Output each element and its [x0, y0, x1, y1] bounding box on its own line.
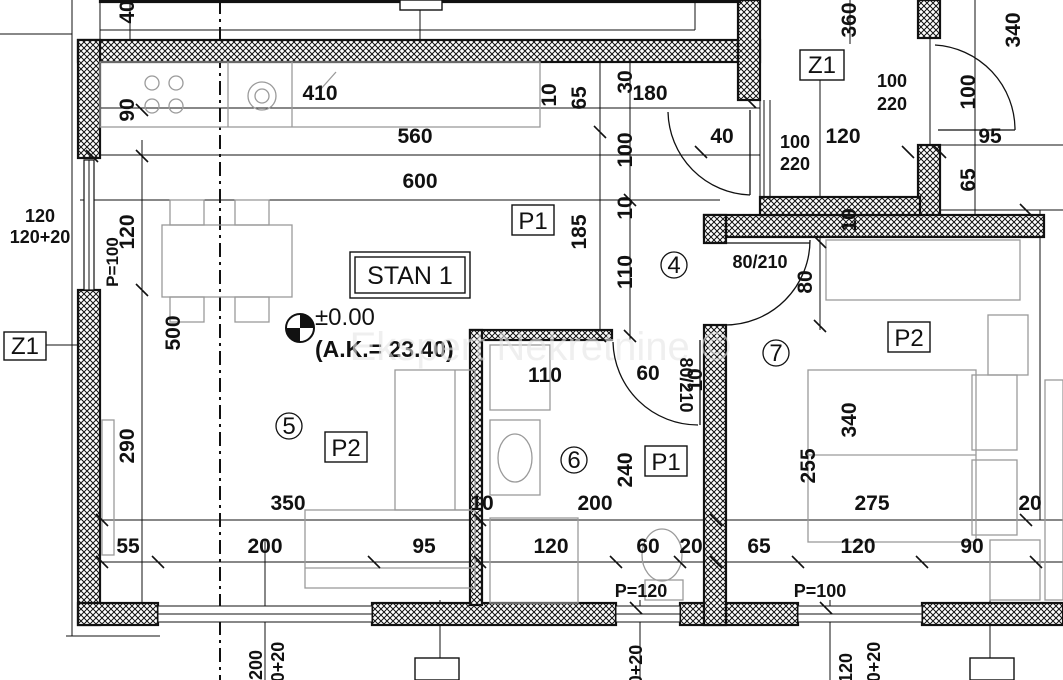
dim-65c: 65 [747, 535, 771, 558]
dim-b120: 120 [836, 653, 856, 680]
room-4: 4 [667, 252, 680, 279]
dim-600: 600 [402, 170, 437, 193]
dim-350: 350 [270, 492, 305, 515]
room-6: 6 [567, 447, 580, 474]
tick-marks [85, 95, 1043, 615]
z1-left-label: Z1 [11, 333, 39, 360]
dim-100a: 100 [614, 132, 637, 167]
dim-340b: 340 [838, 402, 861, 437]
dim-b40: 40 [116, 0, 139, 23]
dim-b0-20c: 0+20 [864, 642, 884, 680]
dim-200b: 200 [247, 535, 282, 558]
dim-410: 410 [302, 82, 337, 105]
dim-b0-20b: 0+20 [626, 645, 646, 680]
dim-240: 240 [614, 452, 637, 487]
dim-b200: 200 [246, 650, 266, 680]
doors [612, 44, 1016, 426]
title-text: STAN 1 [367, 262, 453, 290]
dim-90b: 90 [960, 535, 983, 558]
door-bed-label: 80/210 [732, 252, 787, 272]
dimension-texts: 410 560 600 180 40 100 220 120 100 220 9… [10, 71, 1042, 558]
dim-55: 55 [116, 535, 140, 558]
dim-95: 95 [978, 125, 1002, 148]
dim-65b: 65 [957, 168, 980, 192]
dim-200a: 200 [577, 492, 612, 515]
dim-80: 80 [794, 270, 817, 293]
dim-500: 500 [162, 315, 185, 350]
dim-220b: 220 [877, 94, 907, 114]
p2-living-label: P2 [331, 435, 360, 462]
room-7: 7 [769, 340, 782, 367]
dim-185: 185 [568, 214, 591, 249]
dim-120-window: 120 [25, 206, 55, 226]
watermark: Ekspert Nekretnine © [350, 325, 731, 369]
p2-bed-label: P2 [894, 325, 923, 352]
dim-120c: 120 [840, 535, 875, 558]
dim-180: 180 [632, 82, 667, 105]
dim-b0-20: 0+20 [268, 642, 288, 680]
dim-100b: 100 [877, 71, 907, 91]
dim-290: 290 [116, 428, 139, 463]
window-bath-label: P=120 [615, 581, 668, 601]
dim-10a: 10 [538, 83, 561, 106]
dim-10d: 10 [470, 492, 493, 515]
dim-120-20: 120+20 [10, 227, 71, 247]
dim-275: 275 [854, 492, 889, 515]
dim-30: 30 [614, 70, 637, 93]
dim-10b: 10 [614, 196, 637, 219]
dim-360: 360 [838, 2, 861, 37]
door-bath-label: 80/210 [676, 357, 696, 412]
dim-40: 40 [710, 125, 733, 148]
floor-codes: P1 P1 P2 P2 [324, 204, 931, 477]
dim-b10: 10 [838, 208, 861, 231]
room-numbers: 4 5 6 7 [275, 251, 790, 474]
dim-120a: 120 [825, 125, 860, 148]
dim-100c: 100 [957, 74, 980, 109]
window-left-label: P=100 [103, 237, 122, 287]
z1-top-right-label: Z1 [808, 52, 836, 79]
dim-20b: 20 [679, 535, 702, 558]
window-bed-label: P=100 [794, 581, 847, 601]
dim-110v: 110 [614, 255, 637, 289]
dim-90: 90 [116, 98, 139, 121]
dim-220-door: 220 [780, 154, 810, 174]
elevation-text: ±0.00 [315, 304, 375, 331]
title-box-inner [354, 256, 466, 294]
dim-20a: 20 [1018, 492, 1041, 515]
p1-bath-label: P1 [651, 449, 680, 476]
level-symbol [285, 313, 315, 343]
dim-340a: 340 [1002, 12, 1025, 47]
dim-60a: 60 [636, 362, 659, 385]
section-markers: Z1 Z1 [3, 0, 1015, 680]
ak-text: (A.K.= 23.40) [315, 336, 454, 362]
dim-560: 560 [397, 125, 432, 148]
dim-120b: 120 [533, 535, 568, 558]
dim-110: 110 [528, 364, 562, 387]
room-5: 5 [282, 413, 295, 440]
dim-100-door: 100 [780, 132, 810, 152]
dim-65a: 65 [568, 86, 591, 110]
dim-95b: 95 [412, 535, 436, 558]
dim-10c: 10 [684, 368, 707, 391]
p1-main-label: P1 [518, 208, 547, 235]
vertical-dimension-texts: 90 10 65 30 100 360 340 100 65 120 185 1… [116, 0, 1025, 680]
dim-255: 255 [797, 448, 820, 483]
dim-120v: 120 [116, 214, 139, 249]
dim-60b: 60 [636, 535, 659, 558]
furniture [99, 61, 1063, 604]
